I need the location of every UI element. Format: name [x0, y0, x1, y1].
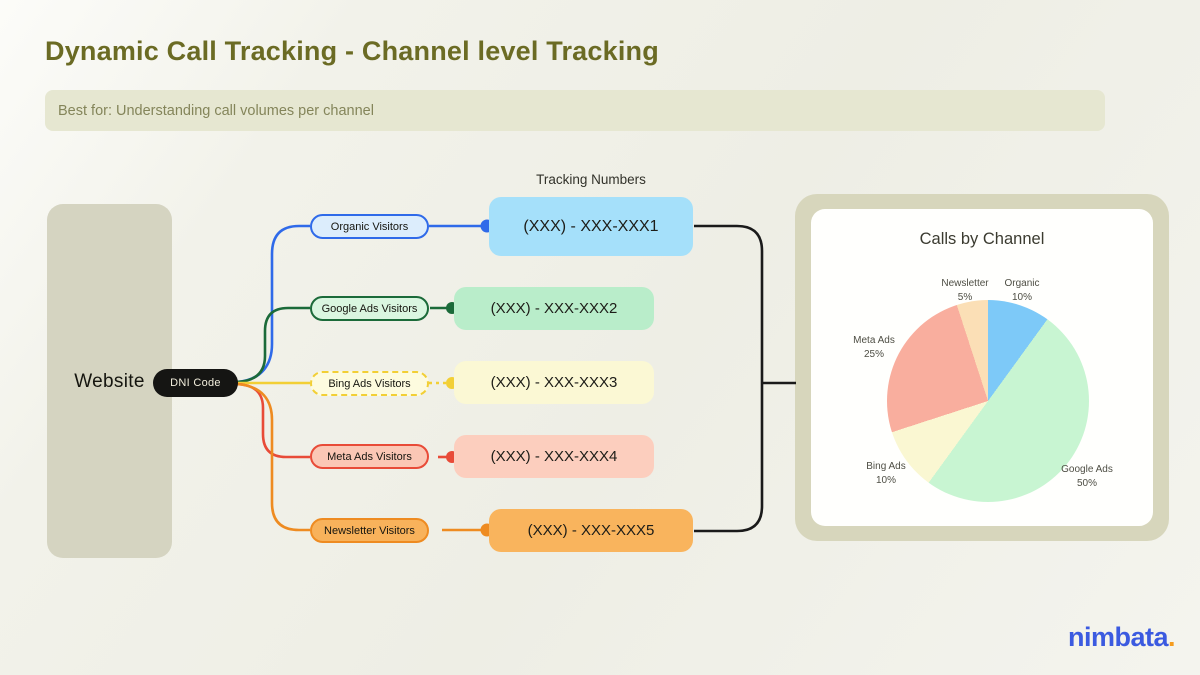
channel-pill-label: Google Ads Visitors — [322, 303, 418, 315]
chart-title: Calls by Channel — [811, 230, 1153, 249]
pie-label-google-ads: Google Ads 50% — [1061, 463, 1113, 491]
pie-label-value: 50% — [1061, 477, 1113, 491]
pie-label-name: Newsletter — [941, 277, 988, 291]
pie-label-name: Meta Ads — [853, 334, 895, 348]
tracking-number-text: (XXX) - XXX-XXX1 — [523, 218, 658, 236]
pie-label-meta-ads: Meta Ads 25% — [853, 334, 895, 362]
merge-bracket — [694, 226, 762, 531]
tracking-number-box-4: (XXX) - XXX-XXX4 — [454, 435, 654, 478]
tracking-number-text: (XXX) - XXX-XXX2 — [491, 300, 618, 317]
pie-label-organic: Organic 10% — [1004, 277, 1039, 305]
pie-label-value: 25% — [853, 348, 895, 362]
connector-newsletter-curve — [237, 384, 310, 530]
tracking-number-text: (XXX) - XXX-XXX4 — [491, 448, 618, 465]
channel-pill-newsletter: Newsletter Visitors — [310, 518, 429, 543]
pie-label-name: Organic — [1004, 277, 1039, 291]
connector-google-curve — [237, 308, 310, 382]
pie-chart — [887, 300, 1089, 502]
page-title: Dynamic Call Tracking - Channel level Tr… — [45, 36, 659, 67]
best-for-banner: Best for: Understanding call volumes per… — [45, 90, 1105, 131]
channel-pill-label: Meta Ads Visitors — [327, 451, 412, 463]
connector-meta-curve — [237, 384, 310, 457]
tracking-number-box-2: (XXX) - XXX-XXX2 — [454, 287, 654, 330]
pie-label-value: 5% — [941, 291, 988, 305]
connector-organic-curve — [237, 226, 310, 382]
tracking-number-box-1: (XXX) - XXX-XXX1 — [489, 197, 693, 256]
channel-pill-organic: Organic Visitors — [310, 214, 429, 239]
tracking-number-text: (XXX) - XXX-XXX3 — [491, 374, 618, 391]
best-for-text: Best for: Understanding call volumes per… — [58, 103, 374, 119]
dni-code-badge: DNI Code — [153, 369, 238, 397]
pie-label-value: 10% — [1004, 291, 1039, 305]
pie-label-value: 10% — [866, 474, 905, 488]
brand-dot: . — [1168, 622, 1175, 652]
pie-label-bing-ads: Bing Ads 10% — [866, 460, 905, 488]
channel-pill-label: Organic Visitors — [331, 221, 408, 233]
pie-label-name: Bing Ads — [866, 460, 905, 474]
pie-label-newsletter: Newsletter 5% — [941, 277, 988, 305]
channel-pill-meta-ads: Meta Ads Visitors — [310, 444, 429, 469]
tracking-numbers-heading: Tracking Numbers — [489, 172, 693, 187]
brand-text: nimbata — [1068, 622, 1168, 652]
channel-pill-google-ads: Google Ads Visitors — [310, 296, 429, 321]
pie-label-name: Google Ads — [1061, 463, 1113, 477]
nimbata-logo: nimbata. — [1068, 622, 1175, 653]
channel-pill-label: Newsletter Visitors — [324, 525, 415, 537]
tracking-number-text: (XXX) - XXX-XXX5 — [528, 522, 655, 539]
channel-pill-bing-ads: Bing Ads Visitors — [310, 371, 429, 396]
tracking-number-box-5: (XXX) - XXX-XXX5 — [489, 509, 693, 552]
tracking-number-box-3: (XXX) - XXX-XXX3 — [454, 361, 654, 404]
channel-pill-label: Bing Ads Visitors — [328, 378, 410, 390]
